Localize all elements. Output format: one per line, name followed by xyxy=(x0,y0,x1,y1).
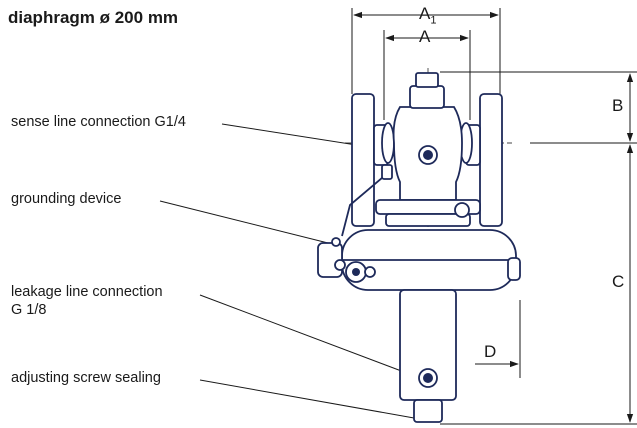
valve-body xyxy=(341,72,503,237)
leader-leakage-line xyxy=(199,294,421,379)
leader-grounding xyxy=(159,200,337,246)
diaphragm-housing xyxy=(317,229,521,291)
dimension-d xyxy=(475,300,521,378)
dimension-label-b: B xyxy=(612,96,624,115)
label-grounding-device: grounding device xyxy=(11,191,122,207)
label-sense-line: sense line connection G1/4 xyxy=(11,114,186,130)
dimension-a xyxy=(383,30,471,120)
dimension-label-d: D xyxy=(484,342,497,361)
page-title: diaphragm ø 200 mm xyxy=(8,8,179,27)
dimension-a1 xyxy=(351,8,501,94)
label-leakage-line: leakage line connection xyxy=(11,284,163,300)
leader-adjusting-screw xyxy=(199,379,415,419)
dimension-b xyxy=(440,71,637,144)
label-adjusting-screw: adjusting screw sealing xyxy=(11,370,161,386)
label-leakage-line-thread: G 1/8 xyxy=(11,302,47,318)
dimension-label-c: C xyxy=(612,272,625,291)
dimension-c xyxy=(440,144,637,425)
spring-housing xyxy=(399,289,457,423)
